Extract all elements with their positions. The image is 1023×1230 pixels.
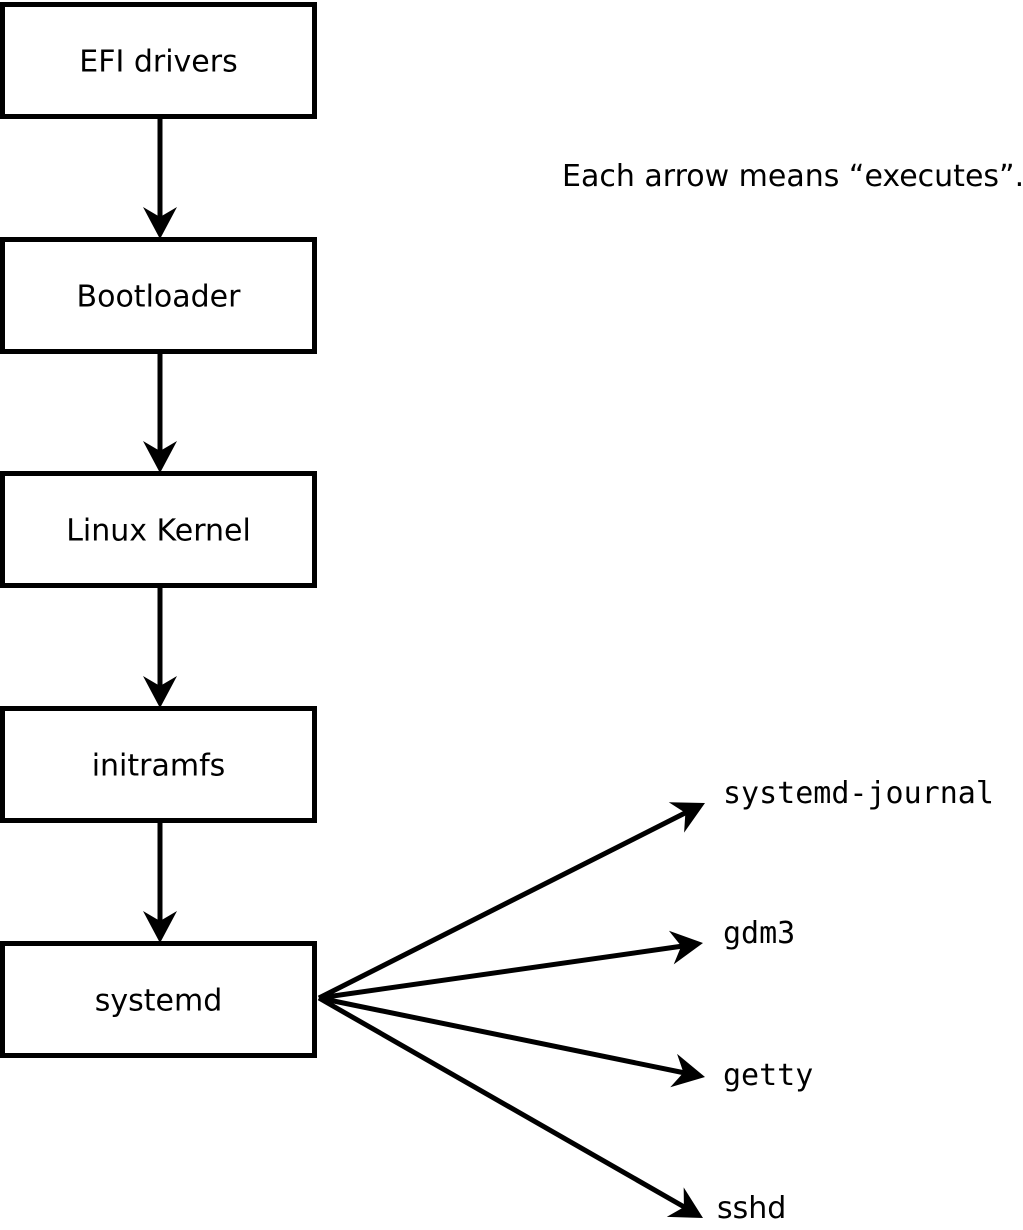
arrow-shaft <box>318 943 684 1001</box>
arrowhead <box>143 441 177 473</box>
node-box-bootloader <box>0 237 317 354</box>
arrow-shaft <box>317 995 688 1211</box>
arrowhead <box>143 911 177 943</box>
arrow-shaft <box>317 809 689 1001</box>
node-box-linux-kernel <box>0 471 317 588</box>
arrowhead <box>670 1053 705 1088</box>
node-box-initramfs <box>0 706 317 823</box>
arrow-initramfs-to-systemd <box>143 821 177 943</box>
arrowhead <box>668 930 703 965</box>
arrow-systemd-to-sshd <box>317 995 703 1218</box>
service-label-getty: getty <box>723 1058 813 1093</box>
arrow-shaft <box>318 995 686 1076</box>
node-label-linux-kernel: Linux Kernel <box>66 514 251 549</box>
node-label-systemd: systemd <box>95 984 223 1019</box>
node-box-efi-drivers <box>0 2 317 119</box>
arrow-systemd-to-getty <box>318 995 705 1088</box>
arrowhead <box>143 676 177 708</box>
arrow-efi-drivers-to-bootloader <box>143 117 177 239</box>
arrowhead <box>666 1187 703 1218</box>
service-label-gdm3: gdm3 <box>723 916 795 951</box>
arrow-linux-kernel-to-initramfs <box>143 586 177 708</box>
arrow-systemd-to-gdm3 <box>318 930 703 1001</box>
node-label-bootloader: Bootloader <box>77 280 242 315</box>
annotation-text: Each arrow means “executes”. <box>562 159 1023 194</box>
arrow-bootloader-to-linux-kernel <box>143 352 177 473</box>
arrowhead <box>668 802 705 833</box>
node-label-initramfs: initramfs <box>92 749 226 784</box>
service-label-systemd-journal: systemd-journal <box>723 776 994 811</box>
arrowhead <box>143 207 177 239</box>
node-label-efi-drivers: EFI drivers <box>79 45 237 80</box>
node-box-systemd <box>0 941 317 1058</box>
arrow-systemd-to-systemd-journal <box>317 802 705 1001</box>
service-label-sshd: sshd <box>717 1191 786 1226</box>
